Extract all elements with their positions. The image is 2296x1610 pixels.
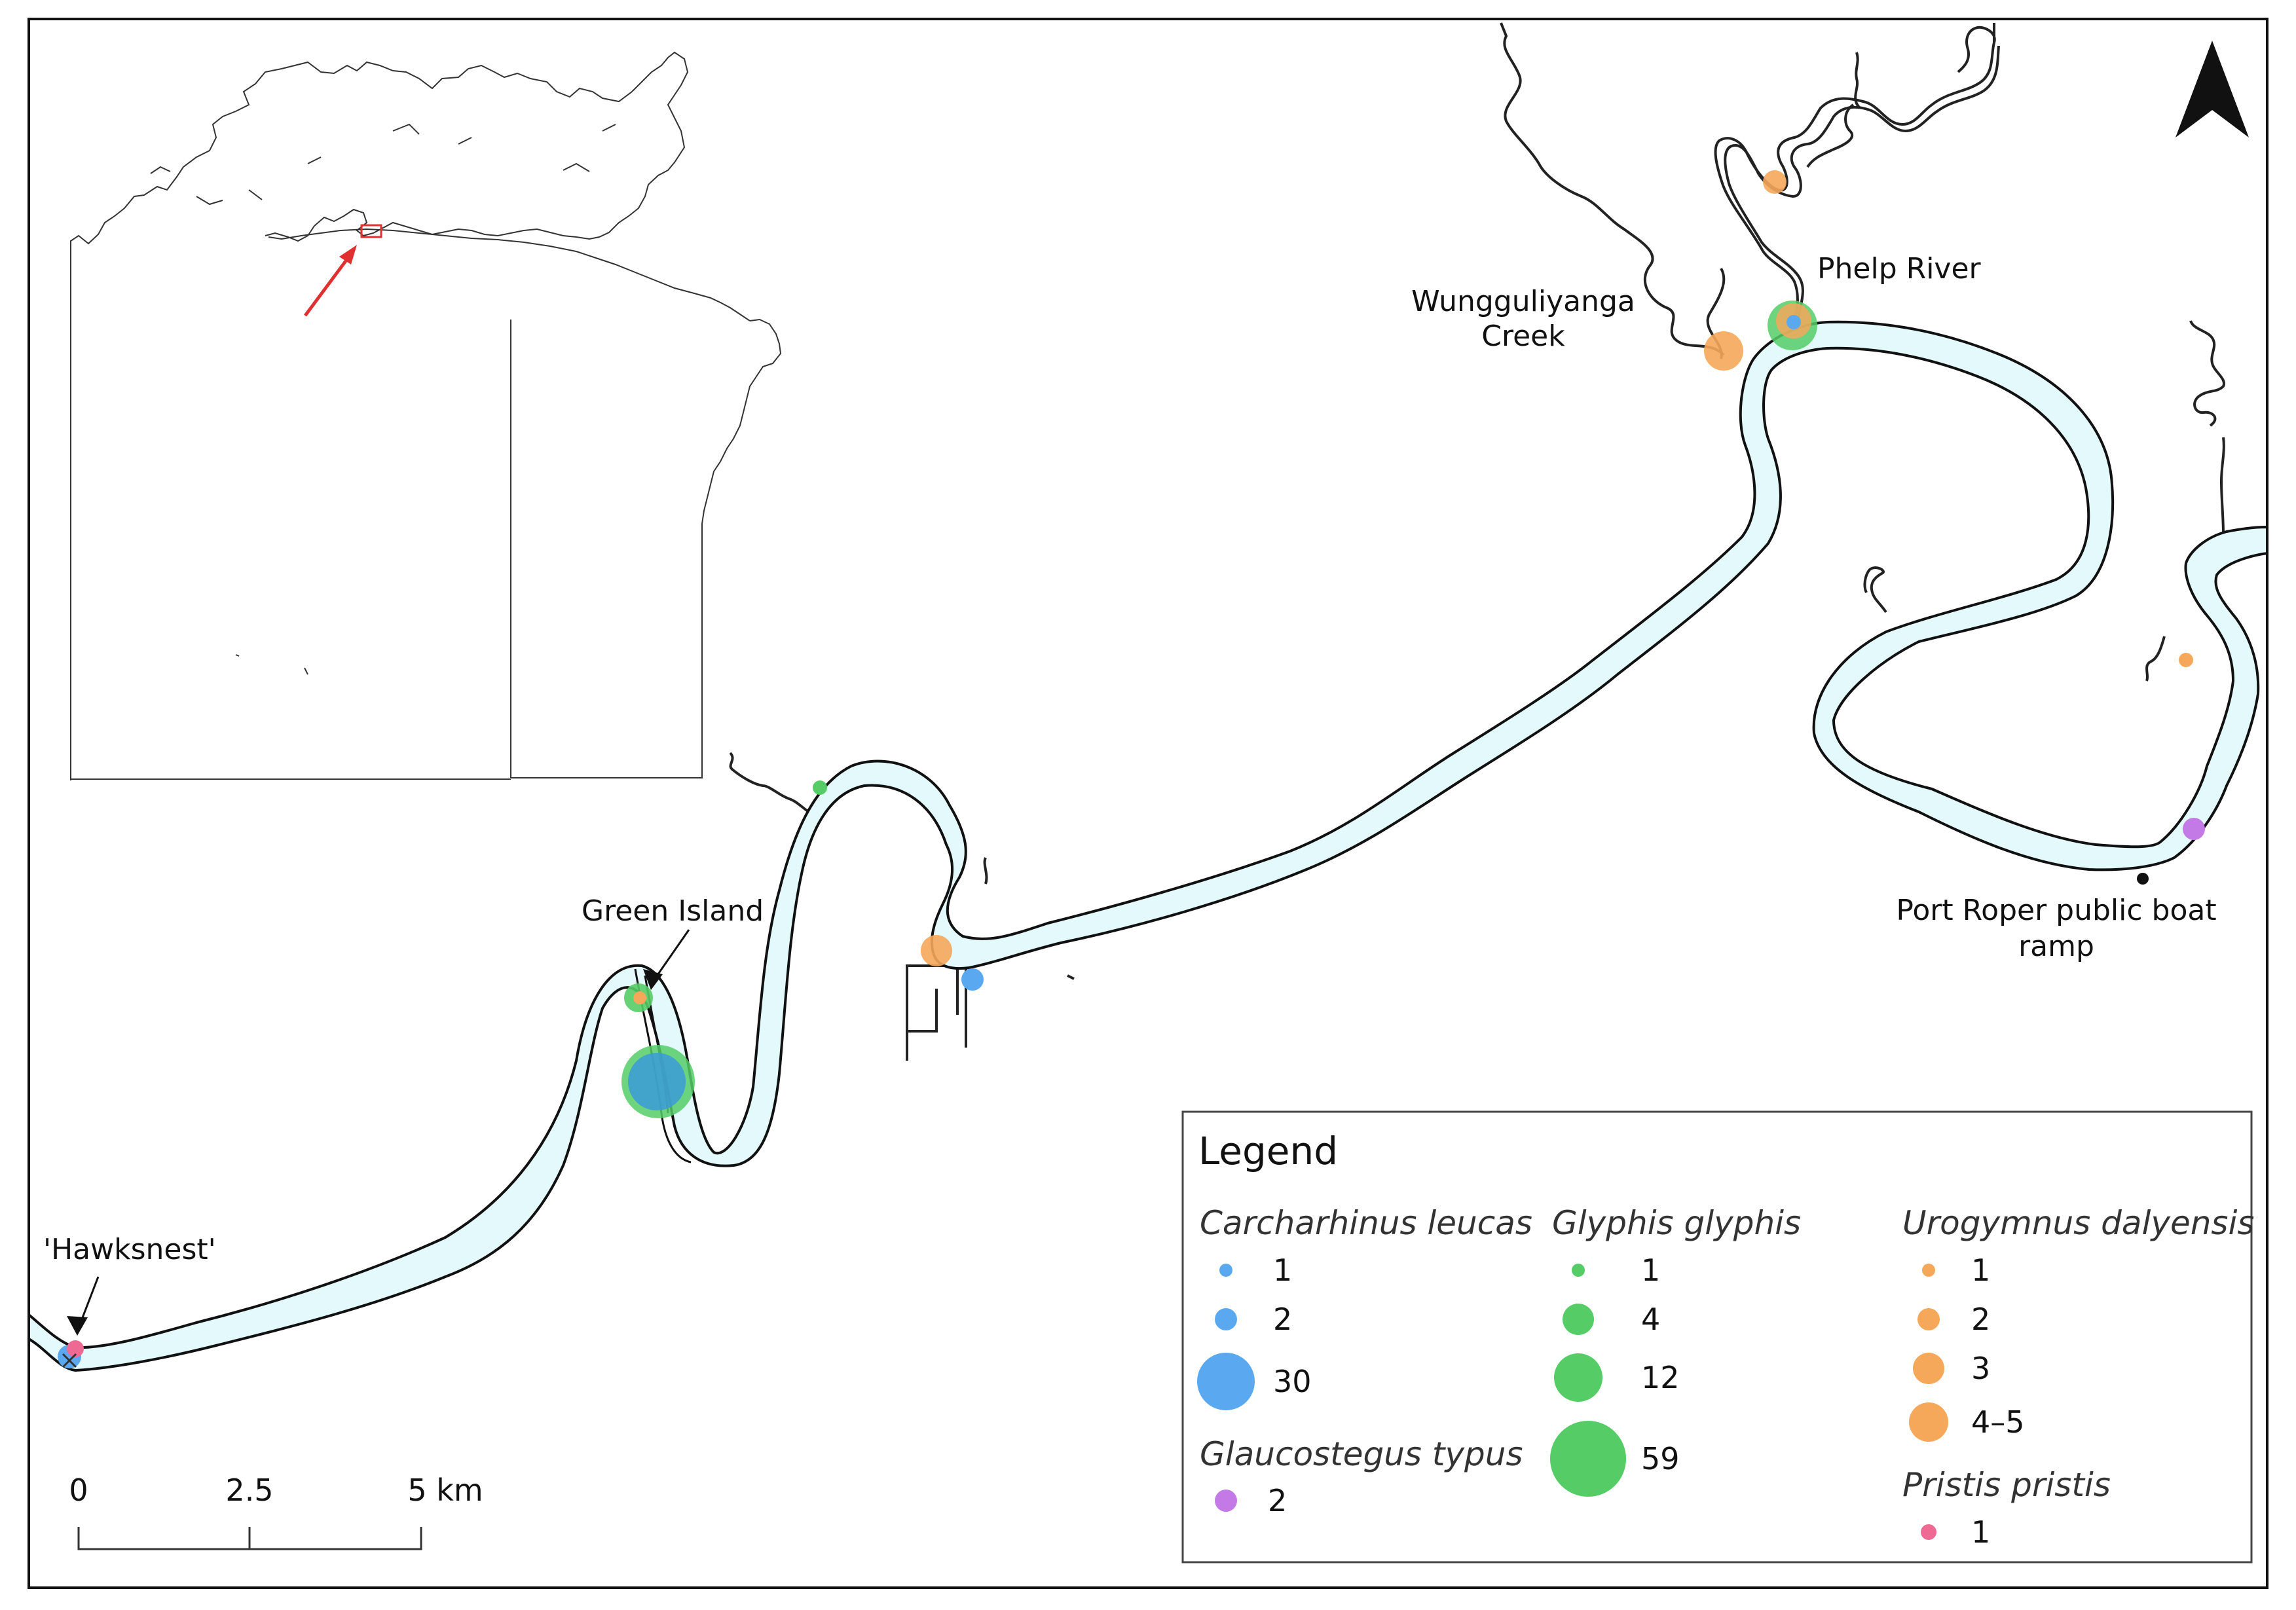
scale-label-2-5: 2.5 xyxy=(225,1473,273,1508)
legend-value-glyphis-4: 4 xyxy=(1641,1302,1660,1337)
label-wungguliyanga-line1: Wungguliyanga xyxy=(1411,285,1635,318)
legend-swatch-glyphis-4 xyxy=(1563,1304,1594,1335)
marker-pristis-1 xyxy=(67,1340,84,1357)
label-hawksnest: 'Hawksnest' xyxy=(43,1233,216,1266)
inset-map xyxy=(70,51,782,780)
marker-carcharhinus-2-mid xyxy=(961,968,984,991)
legend-value-carcharhinus-2: 2 xyxy=(1273,1302,1292,1337)
hawksnest-cross xyxy=(62,1353,77,1368)
label-port-roper-line1: Port Roper public boat xyxy=(1896,894,2216,927)
marker-carcharhinus-1-phelp xyxy=(1787,315,1801,329)
legend-species-glaucostegus: Glaucostegus typus xyxy=(1200,1435,1523,1473)
marker-urogymnus-1-green-island xyxy=(633,991,646,1004)
legend-species-carcharhinus: Carcharhinus leucas xyxy=(1200,1204,1532,1242)
marker-glaucostegus-2 xyxy=(2183,818,2205,840)
port-roper-boat-ramp-point xyxy=(2137,873,2149,885)
scale-label-0: 0 xyxy=(69,1473,88,1508)
legend-species-pristis: Pristis pristis xyxy=(1902,1466,2111,1504)
marker-urogymnus-1-east xyxy=(2179,653,2193,667)
legend-value-pristis-1: 1 xyxy=(1971,1514,1990,1550)
legend-swatch-pristis-1 xyxy=(1921,1524,1936,1540)
marker-glyphis-1 xyxy=(813,780,827,795)
legend-value-urogymnus-3: 3 xyxy=(1971,1351,1990,1386)
tributaries xyxy=(729,22,2225,1061)
roper-river xyxy=(28,320,2268,1372)
legend-value-carcharhinus-1: 1 xyxy=(1273,1253,1292,1288)
legend-value-glyphis-59: 59 xyxy=(1641,1441,1680,1476)
marker-urogymnus-4-5-wungguliyanga xyxy=(1704,331,1743,371)
legend-species-urogymnus: Urogymnus dalyensis xyxy=(1902,1204,2254,1242)
label-port-roper-line2: ramp xyxy=(2018,930,2094,963)
legend-title: Legend xyxy=(1198,1129,1338,1173)
legend: Legend Carcharhinus leucas 1 2 30 Glauco… xyxy=(1181,1110,2254,1564)
legend-box xyxy=(1181,1110,2253,1564)
legend-value-urogymnus-2: 2 xyxy=(1971,1302,1990,1337)
legend-swatch-urogymnus-4-5 xyxy=(1909,1402,1948,1442)
legend-value-glyphis-12: 12 xyxy=(1641,1360,1680,1395)
legend-value-carcharhinus-30: 30 xyxy=(1273,1364,1312,1399)
inset-locator-arrow-icon xyxy=(303,245,357,317)
legend-swatch-glyphis-12 xyxy=(1554,1353,1602,1402)
legend-value-glaucostegus-2: 2 xyxy=(1268,1483,1287,1518)
inset-study-area-marker xyxy=(360,224,382,238)
place-labels: Wungguliyanga Creek Phelp River Green Is… xyxy=(43,252,2217,1266)
legend-swatch-urogymnus-3 xyxy=(1913,1353,1944,1384)
catch-markers xyxy=(58,170,2205,1368)
legend-swatch-glaucostegus-2 xyxy=(1215,1490,1237,1512)
legend-swatch-glyphis-1 xyxy=(1572,1264,1585,1277)
legend-swatch-urogymnus-1 xyxy=(1922,1264,1935,1277)
marker-urogymnus-3 xyxy=(921,935,952,966)
legend-species-glyphis: Glyphis glyphis xyxy=(1552,1204,1801,1242)
legend-swatch-glyphis-59 xyxy=(1550,1421,1626,1497)
legend-swatch-carcharhinus-1 xyxy=(1219,1264,1232,1277)
scale-bar: 0 2.5 5 km xyxy=(69,1473,483,1550)
north-arrow-icon xyxy=(2176,41,2249,137)
marker-urogymnus-2-upstream xyxy=(1763,170,1787,194)
legend-swatch-carcharhinus-30 xyxy=(1197,1353,1255,1410)
legend-swatch-carcharhinus-2 xyxy=(1215,1308,1237,1330)
legend-swatch-urogymnus-2 xyxy=(1917,1308,1940,1330)
legend-value-urogymnus-1: 1 xyxy=(1971,1253,1990,1288)
label-phelp-river: Phelp River xyxy=(1817,252,1982,285)
label-wungguliyanga-line2: Creek xyxy=(1481,320,1565,353)
marker-carcharhinus-30 xyxy=(628,1053,686,1110)
label-green-island: Green Island xyxy=(582,894,764,928)
scale-label-5km: 5 km xyxy=(407,1473,483,1508)
label-pointer-arrows xyxy=(67,929,690,1336)
legend-value-glyphis-1: 1 xyxy=(1641,1253,1660,1288)
legend-value-urogymnus-4-5: 4–5 xyxy=(1971,1404,2025,1440)
